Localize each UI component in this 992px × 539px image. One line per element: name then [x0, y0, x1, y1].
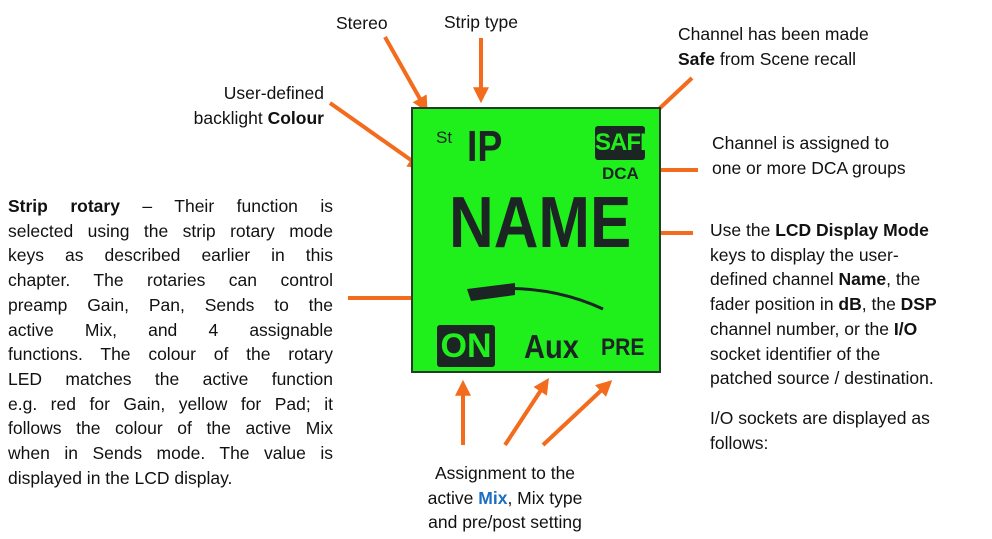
rotary-line: e.g. red for Gain, yellow for Pad; it — [8, 393, 333, 414]
rotary-line: selected using the strip rotary mode — [8, 220, 333, 241]
lcd-strip-type: IP — [467, 122, 503, 171]
rotary-line: follows the colour of the active Mix — [8, 418, 333, 439]
lcd-mix-type: Aux — [524, 328, 579, 365]
arrow-pre-post — [541, 380, 613, 447]
mix-line1: Assignment to the — [434, 463, 576, 483]
dm-text: , the — [886, 269, 921, 290]
dm-text: defined channel — [710, 269, 839, 290]
lcd-pre-post: PRE — [601, 334, 645, 361]
dm-bold: I/O — [893, 318, 918, 339]
rotary-line-text: – Their function is — [119, 196, 334, 216]
dm-text: fader position in — [710, 294, 839, 315]
display-mode-description: Use the LCD Display Mode keys to display… — [710, 218, 937, 391]
mix-line3: and pre/post setting — [428, 512, 582, 533]
dm-text: patched source / destination. — [710, 368, 934, 389]
mix-line2-pre: active — [427, 487, 479, 508]
lcd-display: St IP SAFE DCA NAME ON Aux PRE — [411, 107, 661, 373]
arrow-stereo — [383, 36, 428, 113]
io-sockets-note: I/O sockets are displayed as follows: — [710, 406, 930, 455]
io-line2: follows: — [710, 432, 769, 453]
lcd-channel-name: NAME — [449, 183, 632, 263]
dm-bold: dB — [838, 294, 862, 315]
label-colour: User-defined backlight Colour — [194, 81, 324, 130]
arrow-colour — [328, 101, 424, 170]
dm-bold: Name — [838, 269, 887, 290]
rotary-arc-icon — [467, 283, 604, 311]
rotary-title: Strip rotary — [8, 196, 120, 216]
dm-text: Use the — [710, 220, 776, 240]
rotary-line: LED matches the active function — [8, 368, 333, 389]
label-dca: Channel is assigned to one or more DCA g… — [712, 131, 906, 180]
rotary-line: keys as described earlier in this — [8, 245, 333, 266]
label-colour-line1: User-defined — [223, 83, 324, 103]
lcd-safe-badge: SAFE — [595, 126, 656, 160]
rotary-line: displayed in the LCD display. — [8, 467, 233, 488]
label-safe: Channel has been made Safe from Scene re… — [678, 22, 869, 71]
label-safe-bold: Safe — [678, 48, 715, 69]
label-stereo: Stereo — [336, 13, 388, 33]
lcd-dca-indicator: DCA — [602, 164, 639, 183]
label-safe-line1: Channel has been made — [678, 24, 869, 44]
dm-text: keys to display the user- — [710, 244, 899, 265]
rotary-line: when in Sends mode. The value is — [8, 443, 333, 464]
rotary-line: Strip rotary – Their function is — [8, 194, 333, 219]
dm-text: , the — [861, 294, 901, 315]
label-strip-type: Strip type — [444, 12, 518, 32]
label-colour-bold: Colour — [267, 107, 324, 128]
rotary-line: functions. The colour of the rotary — [8, 344, 333, 365]
label-mix-assignment: Assignment to the active Mix, Mix type a… — [405, 461, 605, 535]
label-safe-rest: from Scene recall — [714, 48, 856, 69]
lcd-on-indicator: ON — [437, 325, 495, 367]
rotary-line: active Mix, and 4 assignable — [8, 319, 333, 340]
dm-bold: DSP — [900, 294, 937, 315]
io-line1: I/O sockets are displayed as — [710, 408, 930, 428]
mix-highlight: Mix — [478, 487, 508, 508]
mix-line2-rest: , Mix type — [507, 487, 583, 508]
rotary-line: preamp Gain, Pan, Sends to the — [8, 294, 333, 315]
dm-text: socket identifier of the — [710, 343, 881, 364]
arrow-mix-type — [503, 377, 549, 447]
strip-rotary-description: Strip rotary – Their function is selecte… — [8, 194, 333, 490]
dm-bold: LCD Display Mode — [775, 220, 929, 240]
rotary-line: chapter. The rotaries can control — [8, 270, 333, 291]
label-colour-pre: backlight — [193, 107, 268, 128]
label-dca-line2: one or more DCA groups — [712, 157, 906, 178]
dm-text: channel number, or the — [710, 318, 894, 339]
label-dca-line1: Channel is assigned to — [712, 133, 890, 153]
lcd-stereo-indicator: St — [436, 128, 453, 147]
